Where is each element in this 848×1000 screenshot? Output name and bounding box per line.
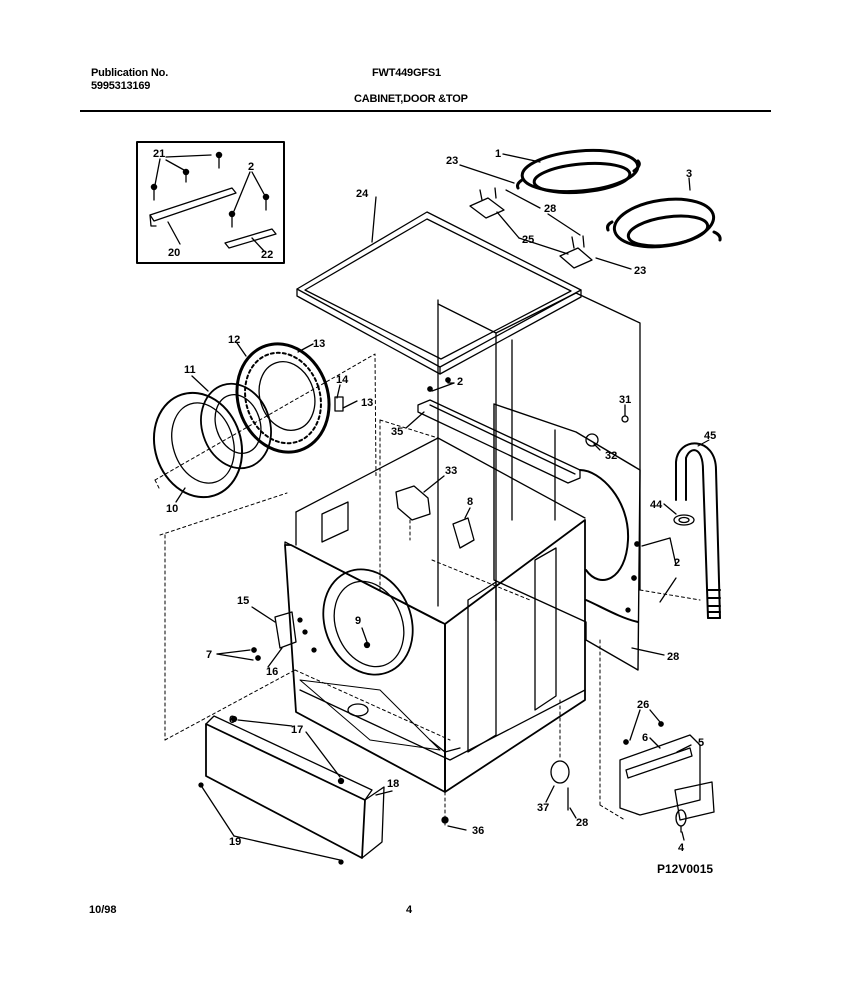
bracket-leaders (629, 709, 661, 749)
section-title: CABINET,DOOR &TOP (354, 93, 468, 105)
callout-5: 5 (698, 737, 704, 749)
bracket-25 (459, 164, 632, 270)
component-33 (395, 475, 445, 521)
kick-panel-18 (205, 715, 393, 859)
callout-45: 45 (704, 430, 716, 442)
callout-18: 18 (387, 778, 399, 790)
callout-20: 20 (168, 247, 180, 259)
page-number: 4 (406, 904, 413, 916)
callout-14: 14 (336, 374, 349, 386)
bracket-22 (224, 228, 277, 249)
callout-28-right: 28 (667, 651, 679, 663)
bracket-5 (619, 734, 715, 841)
part-31-32 (585, 404, 629, 451)
rear-leaders (631, 537, 677, 656)
callout-19: 19 (229, 836, 241, 848)
callout-16: 16 (266, 666, 278, 678)
callout-6-right: 6 (642, 732, 648, 744)
model-number: FWT449GFS1 (372, 67, 441, 79)
drawing-code: P12V0015 (657, 862, 714, 876)
callout-2: 2 (248, 161, 254, 173)
callout-9: 9 (355, 615, 361, 627)
callout-12: 12 (228, 334, 240, 346)
header-rule (80, 110, 771, 112)
callout-11: 11 (184, 364, 196, 376)
callout-4: 4 (678, 842, 685, 854)
callout-28-bottom: 28 (576, 817, 588, 829)
callout-6: 6 (229, 714, 235, 726)
callout-8: 8 (467, 496, 473, 508)
screws-front (251, 377, 451, 661)
top-panel-24 (296, 196, 582, 375)
callout-13-lower: 13 (361, 397, 373, 409)
inset-leaders (154, 154, 265, 252)
screws-rear-2 (625, 541, 640, 613)
callout-28: 28 (544, 203, 556, 215)
callout-21: 21 (153, 148, 165, 160)
bracket-20 (149, 187, 237, 227)
screws-bracket (623, 721, 664, 745)
callout-36: 36 (472, 825, 484, 837)
door-assembly (152, 342, 358, 503)
panel-leaders (201, 719, 467, 861)
front-leaders (216, 382, 455, 661)
screws-panel (198, 715, 449, 865)
footer-date: 10/98 (89, 904, 117, 916)
door-dashed-guide (154, 353, 377, 741)
callout-17: 17 (291, 724, 303, 736)
callout-7: 7 (206, 649, 212, 661)
inset-box (136, 141, 285, 264)
cabinet-body (284, 292, 641, 793)
callout-35: 35 (391, 426, 403, 438)
callout-37: 37 (537, 802, 549, 814)
publication-number: 5995313169 (91, 80, 151, 92)
callout-24: 24 (356, 188, 369, 200)
callout-numbers: 21 2 20 22 23 1 3 28 25 23 24 12 13 11 1… (153, 148, 716, 854)
inlet-hose-1 (516, 148, 641, 195)
part-37 (545, 760, 577, 819)
callout-2-top: 2 (457, 376, 463, 388)
callout-25: 25 (522, 234, 534, 246)
callout-1: 1 (495, 148, 501, 160)
callout-2-right: 2 (674, 557, 680, 569)
callout-44: 44 (650, 499, 663, 511)
callout-23: 23 (446, 155, 458, 167)
drain-hose-45 (675, 439, 721, 619)
publication-label: Publication No. (91, 67, 169, 79)
component-8 (452, 507, 475, 549)
callout-3: 3 (686, 168, 692, 180)
ring-44 (663, 503, 695, 526)
callout-32: 32 (605, 450, 617, 462)
callout-22: 22 (261, 249, 273, 261)
hose-leaders (502, 153, 691, 191)
callout-33: 33 (445, 465, 457, 477)
callout-13: 13 (313, 338, 325, 350)
callout-31: 31 (619, 394, 631, 406)
cabinet-dashed-guides (294, 419, 701, 826)
hinge-15 (251, 606, 297, 668)
callout-23-lower: 23 (634, 265, 646, 277)
screws-inset (150, 151, 270, 228)
inlet-hose-3 (606, 197, 722, 249)
callout-15: 15 (237, 595, 249, 607)
callout-10: 10 (166, 503, 178, 515)
callout-26: 26 (637, 699, 649, 711)
